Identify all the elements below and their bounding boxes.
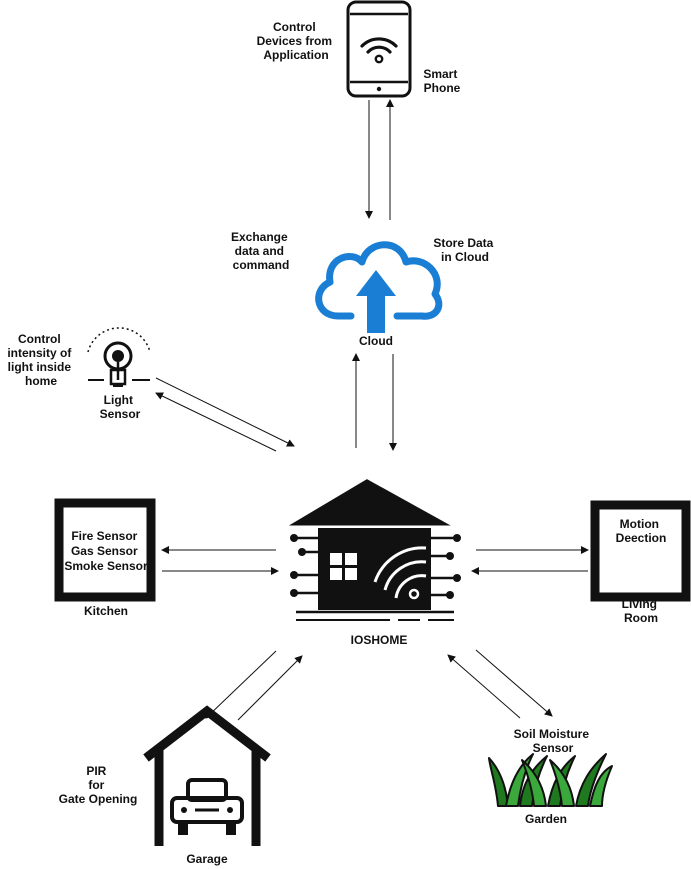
exchange-label: Exchange data and command [231, 230, 291, 272]
pir-label: PIR for Gate Opening [59, 764, 138, 806]
control-intensity-label: Control intensity of light inside home [7, 332, 74, 388]
cloud-label: Cloud [359, 334, 393, 348]
kitchen-box [54, 498, 156, 602]
motion-detection-label: Motion Deection [616, 517, 667, 545]
smart-home-icon [288, 479, 461, 621]
garden-label: Garden [525, 812, 567, 826]
home-to-garden-arrow [475, 649, 553, 717]
soil-moisture-label: Soil Moisture Sensor [514, 727, 593, 755]
cloud-upload-icon [315, 241, 443, 333]
home-to-garage-arrow [205, 650, 277, 719]
light-to-home-arrow [155, 377, 295, 447]
kitchen-label: Kitchen [84, 604, 128, 618]
garage-to-home-arrow [237, 655, 303, 721]
store-data-label: Store Data in Cloud [433, 236, 496, 264]
smartphone-icon [346, 0, 412, 98]
garage-car-icon [143, 705, 271, 846]
living-room-label: Living Room [622, 597, 661, 625]
garage-label: Garage [186, 852, 228, 866]
ioshome-label: IOSHOME [351, 633, 408, 647]
kitchen-sensors-label: Fire Sensor Gas Sensor Smoke Sensor [64, 529, 148, 573]
light-bulb-icon [87, 327, 151, 387]
smart-phone-label: Smart Phone [423, 67, 460, 95]
garden-to-home-arrow [447, 654, 521, 719]
living-room-box [590, 500, 691, 602]
home-to-light-arrow [155, 392, 277, 452]
light-sensor-label: Light Sensor [100, 393, 141, 421]
control-devices-label: Control Devices from Application [257, 20, 336, 62]
grass-icon [488, 753, 613, 807]
